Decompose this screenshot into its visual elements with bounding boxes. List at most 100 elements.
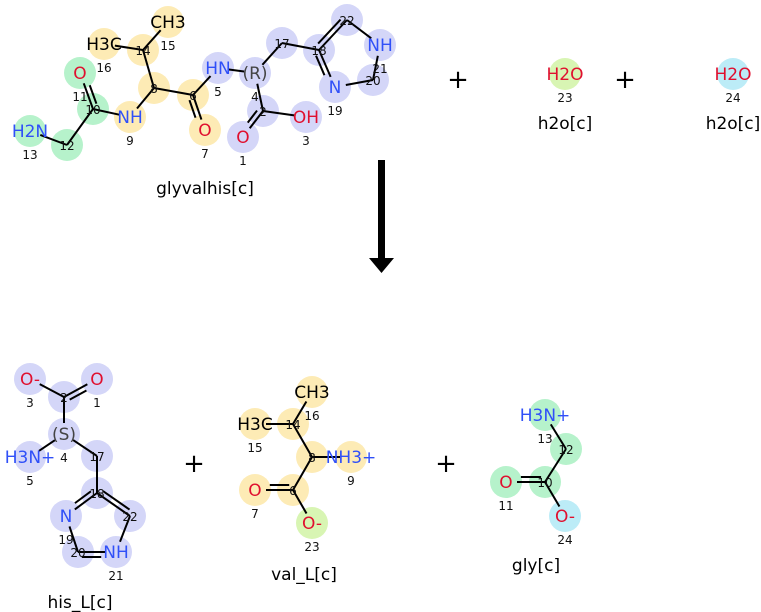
atom-number: 8 (150, 82, 158, 96)
bond (119, 515, 131, 543)
atom-number: 7 (201, 147, 209, 161)
plus-sign: + (183, 449, 205, 479)
atom-number: 15 (160, 39, 175, 53)
atom-number: 3 (302, 134, 310, 148)
atom-number: 16 (96, 61, 111, 75)
atom-number: 22 (122, 510, 137, 524)
atom-number: 5 (26, 474, 34, 488)
bond (346, 19, 372, 40)
atom-highlight (14, 441, 46, 473)
plus-sign: + (447, 65, 469, 95)
atom-highlight (189, 114, 221, 146)
atom-highlight (296, 376, 328, 408)
atom-number: 2 (60, 391, 68, 405)
bond (153, 87, 194, 96)
bond (318, 19, 348, 51)
atom-number: 7 (251, 507, 259, 521)
atom-label: OH (293, 108, 319, 128)
atom-number: 19 (58, 533, 73, 547)
atom-number: 4 (60, 451, 68, 465)
atom-number: 10 (537, 476, 552, 490)
atom-number: 14 (135, 44, 150, 58)
bond (248, 110, 264, 129)
atom-label: O (198, 121, 211, 141)
atom-highlight (239, 408, 271, 440)
atom-number: 9 (347, 474, 355, 488)
atom-number: 1 (93, 396, 101, 410)
atom-number: 4 (251, 90, 259, 104)
bond (142, 49, 155, 89)
atom-number: 20 (70, 546, 85, 560)
bond (281, 42, 320, 51)
bond (345, 79, 374, 86)
molecule-name: val_L[c] (271, 565, 337, 585)
bond (544, 481, 561, 508)
bond (192, 94, 203, 120)
atom-highlight (50, 500, 82, 532)
bond (228, 68, 245, 73)
double-bond (315, 55, 326, 76)
atom-highlight (490, 466, 522, 498)
atom-label: N (60, 507, 73, 527)
atom-highlight (290, 101, 322, 133)
bond (38, 439, 56, 452)
arrow-shaft (378, 160, 385, 258)
atom-label: O (73, 64, 86, 84)
atom-number: 17 (274, 37, 289, 51)
bond (544, 448, 567, 483)
atom-number: 14 (285, 418, 300, 432)
atom-label: O (236, 128, 249, 148)
atom-number: 20 (365, 74, 380, 88)
bond (68, 526, 79, 553)
atom-number: 1 (239, 154, 247, 168)
atom-label: O (499, 473, 512, 493)
atom-number: 13 (22, 148, 37, 162)
atom-number: 12 (59, 139, 74, 153)
bond (66, 108, 94, 146)
atom-highlight (364, 29, 396, 61)
double-bond (317, 18, 342, 45)
molecule-name: h2o[c] (538, 114, 593, 134)
atom-number: 23 (304, 540, 319, 554)
bond (92, 108, 120, 116)
double-bond (246, 109, 258, 124)
atom-label: H3C (86, 35, 121, 55)
atom-number: 18 (311, 44, 326, 58)
molecule-name: h2o[c] (706, 114, 761, 134)
atom-label: (R) (242, 64, 267, 84)
atom-number: 21 (372, 62, 387, 76)
molecule-name: gly[c] (512, 556, 560, 576)
atom-number: 12 (558, 443, 573, 457)
bond (262, 110, 296, 117)
atom-number: 11 (72, 90, 87, 104)
atom-label: O- (20, 370, 40, 390)
atom-highlight (319, 71, 351, 103)
atom-label: H3N+ (520, 406, 571, 426)
atom-label: H2N (12, 122, 48, 142)
atom-highlight (296, 507, 328, 539)
double-bond (88, 84, 98, 105)
double-bond (102, 490, 131, 511)
atom-number: 24 (725, 91, 740, 105)
atom-label: NH (117, 108, 143, 128)
bond (292, 423, 313, 458)
bond (114, 44, 144, 51)
bond (39, 383, 65, 398)
atom-number: 11 (498, 499, 513, 513)
atom-number: 22 (339, 14, 354, 28)
atom-label: O (248, 481, 261, 501)
double-bond (74, 490, 92, 504)
atom-label: NH (367, 36, 393, 56)
molecule-name: his_L[c] (48, 593, 113, 612)
atom-highlight (549, 58, 581, 90)
arrow-head (369, 258, 394, 273)
bond (192, 75, 212, 96)
atom-highlight (227, 121, 259, 153)
bond (261, 42, 283, 66)
